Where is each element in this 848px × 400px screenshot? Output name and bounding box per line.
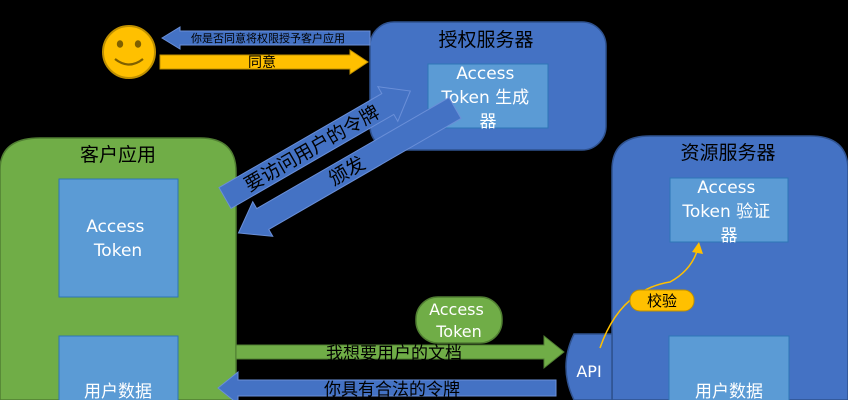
client-user-data-box <box>58 335 179 400</box>
request-docs-arrow <box>235 334 565 370</box>
smiley-face-icon <box>102 25 156 79</box>
consent-question-arrow <box>161 26 371 50</box>
valid-token-arrow <box>217 370 557 400</box>
verify-badge <box>629 289 695 312</box>
carried-token-bubble <box>415 296 503 344</box>
consent-answer-arrow <box>159 49 369 75</box>
auth-server-title: 授权服务器 <box>438 29 533 51</box>
api-gate <box>565 333 613 400</box>
verify-label: 校验 <box>647 292 677 310</box>
resource-server-title: 资源服务器 <box>680 142 775 164</box>
carried-token-label: Access Token <box>429 300 489 341</box>
resource-user-data-label: 用户数据 <box>695 382 763 400</box>
token-validator-label: Access Token 验证 器 <box>681 178 775 246</box>
valid-token-label: 你具有合法的令牌 <box>324 380 460 400</box>
client-user-data-label: 用户数据 <box>84 382 152 400</box>
token-generator-label: Access Token 生成 器 <box>440 64 534 132</box>
client-app-title: 客户应用 <box>80 144 156 166</box>
resource-user-data-box <box>668 335 790 400</box>
api-label: API <box>576 362 601 381</box>
request-docs-label: 我想要用户的文档 <box>326 344 462 364</box>
consent-question-label: 你是否同意将权限授予客户应用 <box>191 31 345 45</box>
client-token-label: Access Token <box>86 217 150 261</box>
verify-curve <box>599 247 699 349</box>
client-token-box <box>58 178 179 298</box>
consent-answer-label: 同意 <box>248 54 276 71</box>
token-validator-box <box>669 177 789 243</box>
verify-arrowhead <box>692 242 703 254</box>
issue-token-arrow: 颁发 <box>237 96 462 237</box>
